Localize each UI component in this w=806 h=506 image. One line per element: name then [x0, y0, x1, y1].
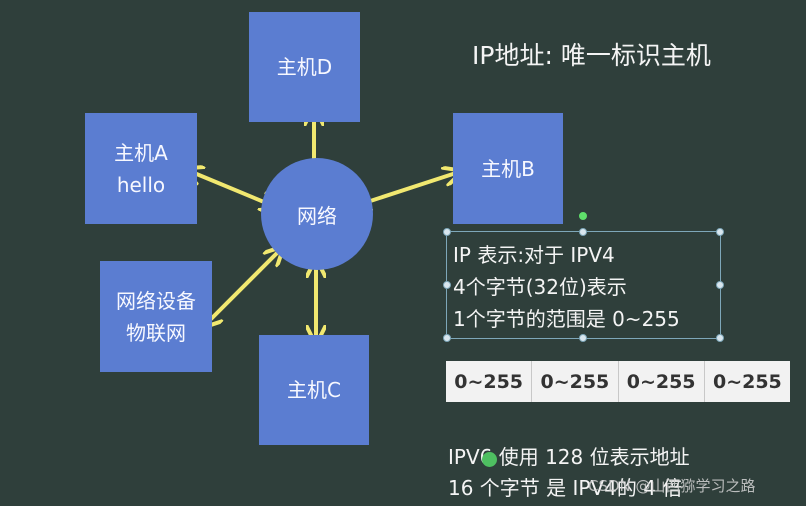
ip-info-line-3: 1个字节的范围是 0~255 — [453, 307, 680, 331]
resize-handle-bottom-left[interactable] — [443, 334, 451, 342]
network-node: 网络 — [261, 158, 373, 270]
resize-handle-top-right[interactable] — [716, 228, 724, 236]
arrow-network-host-a — [187, 170, 276, 207]
resize-handle-middle-right[interactable] — [716, 281, 724, 289]
arrow-network-host-b — [355, 172, 459, 206]
resize-handle-top-middle[interactable] — [579, 228, 587, 236]
resize-handle-bottom-right[interactable] — [716, 334, 724, 342]
resize-handle-middle-left[interactable] — [443, 281, 451, 289]
ip-info-line-2: 4个字节(32位)表示 — [453, 275, 627, 299]
ipv4-byte-ranges-table: 0~255 0~255 0~255 0~255 — [446, 361, 790, 402]
network-device-box: 网络设备 物联网 — [100, 261, 212, 372]
pointer-cursor-icon — [482, 452, 497, 467]
byte-range-cell: 0~255 — [532, 361, 619, 402]
host-b-box: 主机B — [453, 113, 563, 224]
host-d-box: 主机D — [249, 12, 360, 122]
ip-info-line-1: IP 表示:对于 IPV4 — [453, 243, 615, 267]
byte-range-cell: 0~255 — [619, 361, 705, 402]
resize-handle-top-left[interactable] — [443, 228, 451, 236]
arrow-network-device — [205, 249, 281, 325]
slide-title: IP地址: 唯一标识主机 — [472, 41, 711, 70]
host-c-box: 主机C — [259, 335, 369, 445]
host-a-box: 主机A hello — [85, 113, 197, 224]
byte-range-cell: 0~255 — [446, 361, 533, 402]
resize-handle-bottom-middle[interactable] — [579, 334, 587, 342]
ipv6-line-2: 16 个字节 是 IPV4的 4 倍 — [448, 476, 683, 500]
watermark-text: CSDN @山西猕学习之路 — [588, 477, 756, 495]
byte-range-cell: 0~255 — [712, 370, 782, 393]
ip-info-textbox[interactable]: IP 表示:对于 IPV4 4个字节(32位)表示 1个字节的范围是 0~255 — [446, 231, 721, 339]
rotate-handle[interactable] — [579, 212, 587, 220]
